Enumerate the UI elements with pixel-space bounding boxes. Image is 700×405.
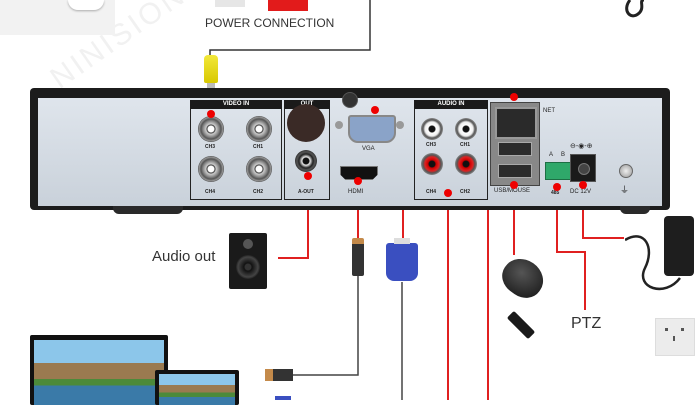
rs485-terminal[interactable] — [545, 162, 573, 180]
net-marker — [510, 93, 518, 101]
dvr-top-screw — [342, 92, 358, 108]
dvr-foot-right — [620, 206, 650, 214]
vga-screw-right — [396, 121, 404, 129]
wall-socket-icon — [655, 318, 695, 356]
dc-label: DC 12V — [570, 189, 592, 195]
video-in-ch4[interactable] — [198, 156, 224, 182]
net-port[interactable] — [495, 107, 537, 139]
audio-ch2-label: CH2 — [460, 189, 471, 195]
audio-ch1-label: CH1 — [460, 142, 471, 148]
video-in-marker — [207, 110, 215, 118]
audio-out-label: Audio out — [152, 248, 216, 265]
vga-plug-bottom — [275, 396, 291, 400]
ground-screw — [619, 164, 633, 178]
power-adapter-icon — [664, 216, 694, 276]
vga-label: VGA — [362, 146, 375, 152]
ptz-label: PTZ — [571, 315, 602, 332]
video-in-header: VIDEO IN — [190, 100, 282, 109]
camera-image — [0, 0, 115, 35]
dc-polarity-symbol: ⊖-◉-⊕ — [570, 143, 593, 150]
hdmi-plug-bottom — [265, 369, 293, 381]
power-plug-red — [268, 0, 308, 11]
ground-icon: ⏚ — [620, 185, 630, 195]
audio-in-header: AUDIO IN — [414, 100, 488, 109]
rs485-b-label: B — [561, 152, 566, 158]
video-in-ch3[interactable] — [198, 116, 224, 142]
video-ch1-label: CH1 — [253, 144, 264, 150]
video-ch4-label: CH4 — [205, 189, 216, 195]
audio-in-ch4[interactable] — [421, 153, 443, 175]
usb-port-2[interactable] — [498, 164, 532, 178]
audio-in-ch3[interactable] — [421, 118, 443, 140]
audio-in-marker — [444, 189, 452, 197]
audio-in-ch1[interactable] — [455, 118, 477, 140]
net-label: NET — [543, 108, 555, 114]
video-in-ch2[interactable] — [246, 156, 272, 182]
a-out-label: A-OUT — [298, 189, 314, 195]
audio-ch4-label: CH4 — [426, 189, 437, 195]
hdmi-label: HDMI — [348, 189, 364, 195]
a-out-marker — [304, 172, 312, 180]
power-connection-label: POWER CONNECTION — [205, 16, 335, 30]
tv-monitor — [30, 335, 168, 405]
vga-port[interactable] — [348, 115, 396, 143]
power-cable-top — [625, 0, 645, 18]
usb-port-1[interactable] — [498, 142, 532, 156]
audio-ch3-label: CH3 — [426, 142, 437, 148]
vga-screw-left — [335, 121, 343, 129]
hdmi-cable — [290, 275, 359, 376]
video-ch2-label: CH2 — [253, 189, 264, 195]
yellow-video-plug — [204, 55, 218, 83]
power-plug-white — [215, 0, 245, 7]
usb-marker — [510, 181, 518, 189]
out-cover — [287, 104, 325, 142]
hdmi-marker — [354, 177, 362, 185]
dc-power-port[interactable] — [570, 154, 596, 182]
a-out-port[interactable] — [295, 150, 317, 172]
rs485-line — [556, 185, 586, 310]
rs485-a-label: A — [549, 152, 554, 158]
usb-label: USB/MOUSE — [494, 188, 531, 194]
dvr-foot-left — [113, 206, 183, 214]
rs485-marker — [553, 183, 561, 191]
vga-cable-plug — [386, 243, 418, 281]
video-in-ch1[interactable] — [246, 116, 272, 142]
camera-video-line — [209, 0, 371, 80]
rs485-label: 485 — [551, 190, 560, 196]
hdmi-cable-plug — [352, 238, 364, 276]
dc-marker — [579, 181, 587, 189]
video-in-frame — [190, 100, 282, 200]
adapter-cable — [625, 235, 681, 290]
speaker-icon — [229, 233, 267, 289]
audio-in-ch2[interactable] — [455, 153, 477, 175]
video-ch3-label: CH3 — [205, 144, 216, 150]
vga-marker — [371, 106, 379, 114]
audio-in-frame — [414, 100, 488, 200]
